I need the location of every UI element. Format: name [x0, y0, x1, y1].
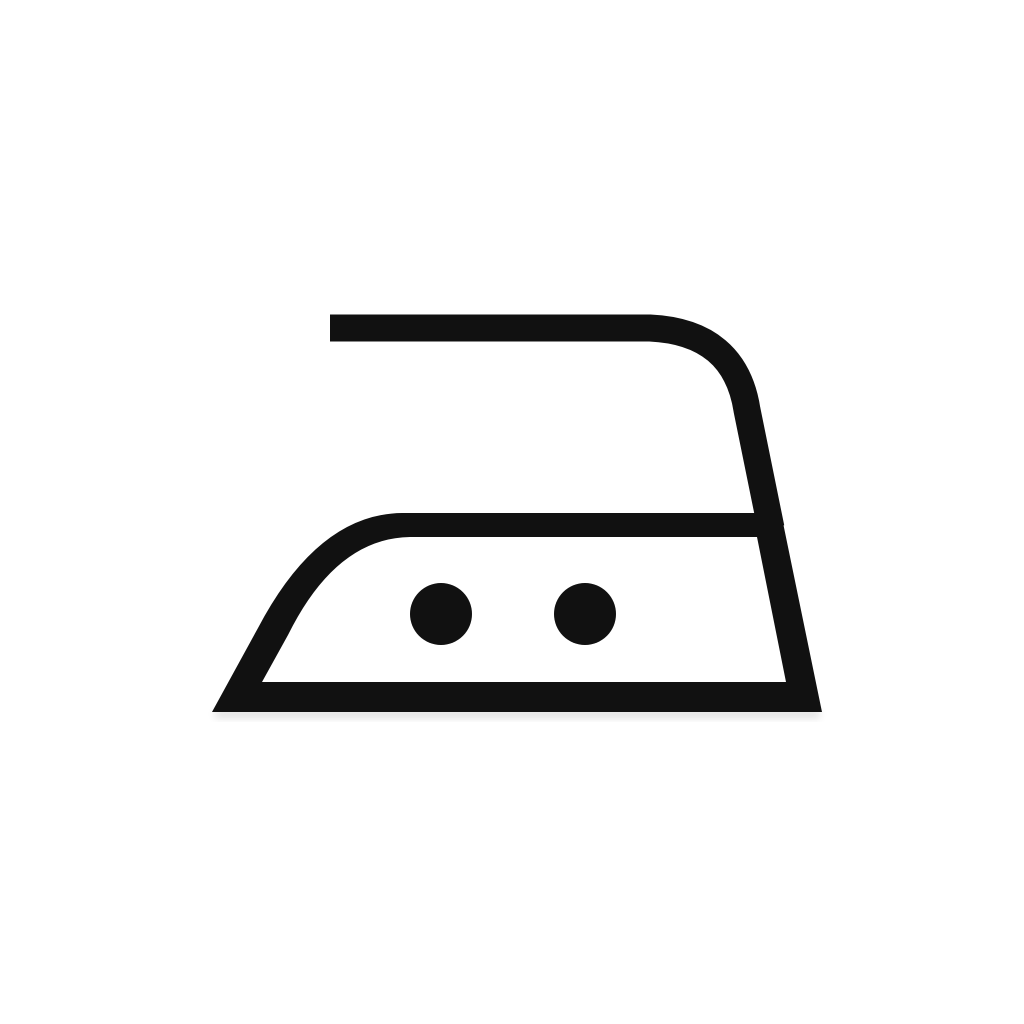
base-shadow — [215, 710, 820, 718]
temperature-dot — [554, 583, 616, 645]
iron-body-outline — [212, 513, 822, 712]
temperature-dot — [410, 583, 472, 645]
iron-icon — [212, 314, 822, 712]
iron-handle — [330, 314, 785, 531]
temperature-dots — [410, 583, 616, 645]
